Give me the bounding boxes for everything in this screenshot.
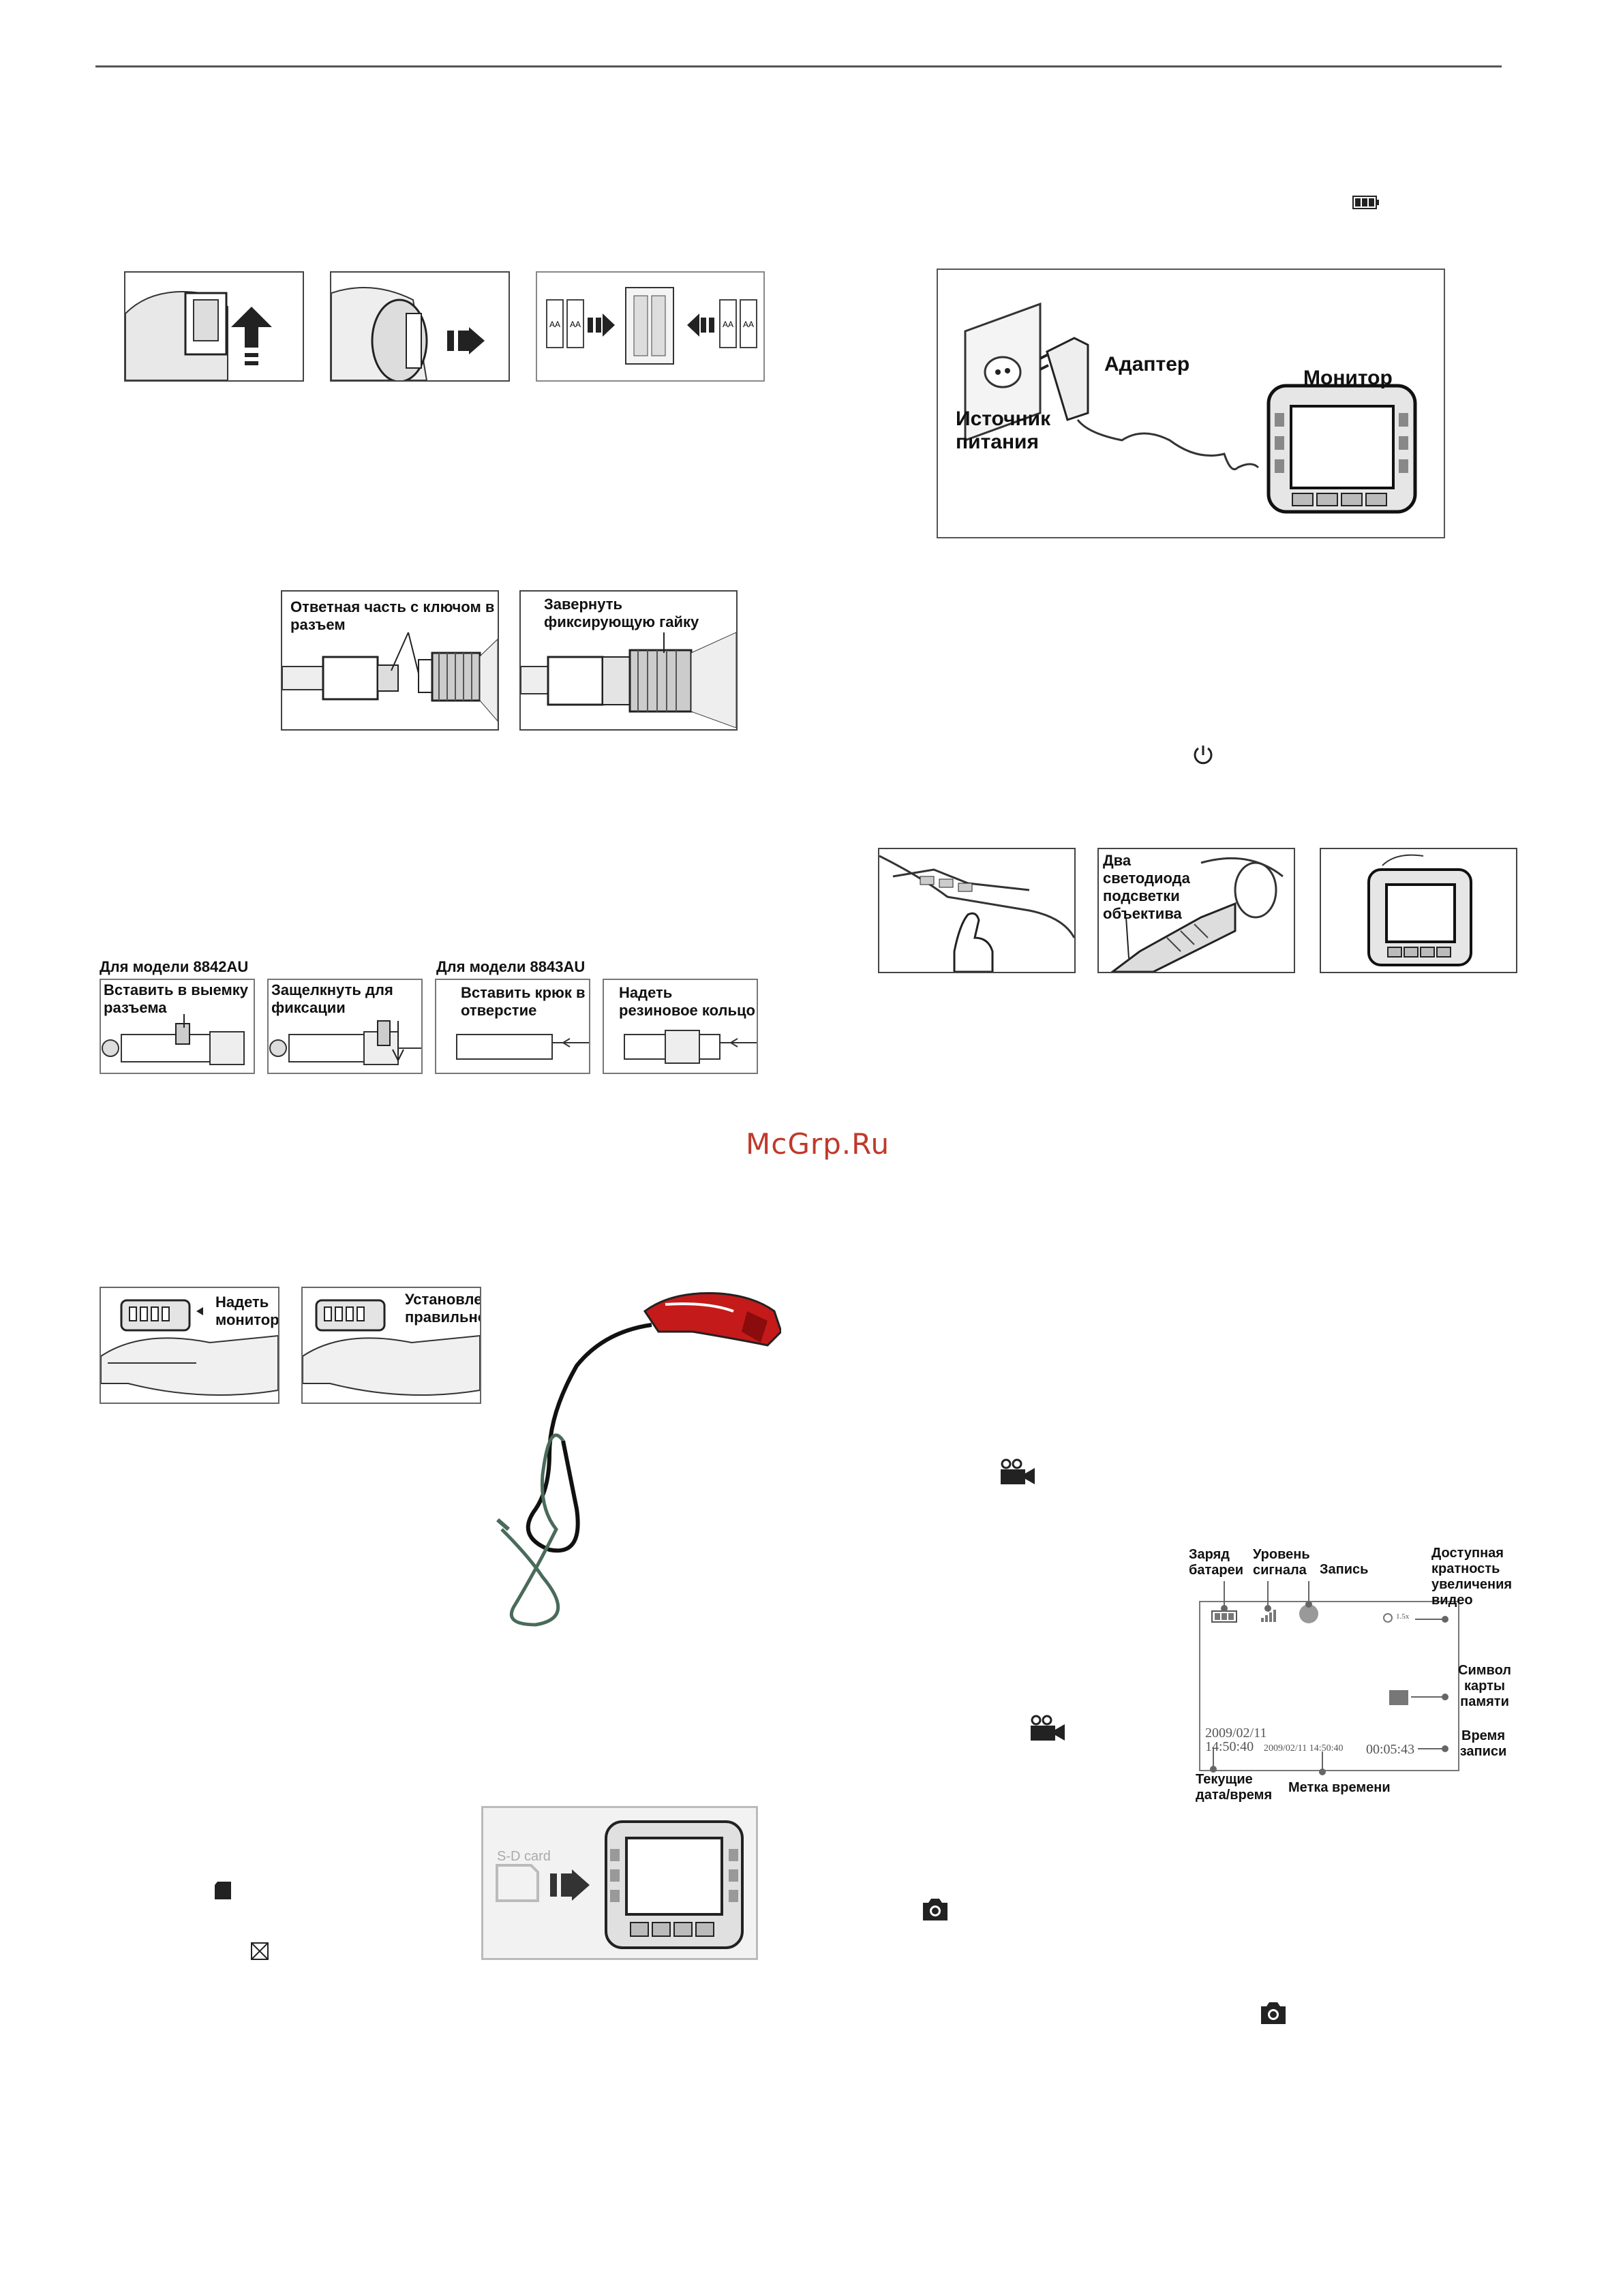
- watermark-text: McGrp.Ru: [746, 1127, 890, 1161]
- svg-text:AA: AA: [549, 320, 560, 329]
- video-camera-icon: [998, 1458, 1036, 1486]
- hook-step-3-image: Вставить крюк в отверстие: [435, 979, 590, 1074]
- timestamp-label: Метка времени: [1288, 1780, 1391, 1795]
- leds-image: Два светодиода подсветки объектива: [1097, 848, 1295, 973]
- monitor-on-image: [1320, 848, 1517, 973]
- connector-key-image: Ответная часть с ключом в разъем: [281, 590, 499, 731]
- hook-step-4-image: Надеть резиновое кольцо: [603, 979, 758, 1074]
- mount-ok-label: Установлен правильно: [405, 1291, 481, 1326]
- photo-camera-icon: [1258, 2001, 1288, 2025]
- screen-diagram: Заряд батареи Уровень сигнала Запись Дос…: [1172, 1540, 1520, 1813]
- svg-text:AA: AA: [723, 320, 733, 329]
- model-8843-label: Для модели 8843AU: [436, 958, 586, 975]
- battery-step-3-image: AA AA AA AA: [536, 271, 765, 382]
- power-connection-image: Источник питания Адаптер Монитор: [937, 269, 1445, 538]
- mount-ok-image: Установлен правильно: [301, 1287, 481, 1404]
- sd-card-icon: [214, 1881, 232, 1900]
- card-symbol-label: Символ карты памяти: [1458, 1663, 1511, 1709]
- monitor-label: Монитор: [1303, 367, 1393, 389]
- record-label: Запись: [1320, 1562, 1369, 1577]
- sd-card-label: S-D card: [497, 1849, 551, 1864]
- current-datetime-label: Текущие дата/время: [1196, 1772, 1273, 1803]
- hook-step-4-label: Надеть резиновое кольцо: [619, 984, 755, 1019]
- connector-key-label: Ответная часть с ключом в разъем: [290, 598, 495, 633]
- mount-monitor-label: Надеть монитор: [215, 1294, 279, 1328]
- leds-label: Два светодиода подсветки объектива: [1103, 852, 1190, 922]
- hook-step-1-image: Вставить в выемку разъема: [100, 979, 255, 1074]
- video-camera-icon: [1028, 1715, 1066, 1742]
- press-button-image: [878, 848, 1076, 973]
- adapter-label: Адаптер: [1104, 353, 1190, 376]
- svg-text:AA: AA: [570, 320, 581, 329]
- photo-camera-icon: [920, 1897, 950, 1922]
- model-8842-label: Для модели 8842AU: [100, 958, 249, 975]
- screen-diagram-lines: [1199, 1581, 1459, 1775]
- battery-icon: [1352, 195, 1380, 210]
- record-time-value: 00:05:43: [1366, 1742, 1415, 1757]
- mount-monitor-image: Надеть монитор: [100, 1287, 279, 1404]
- power-source-label: Источник питания: [956, 408, 1051, 453]
- connector-nut-label: Завернуть фиксирующую гайку: [544, 596, 699, 630]
- timestamp-value: 2009/02/11 14:50:40: [1264, 1743, 1344, 1754]
- battery-step-2-image: [330, 271, 510, 382]
- power-icon: [1192, 743, 1215, 766]
- signal-level-label: Уровень сигнала: [1253, 1547, 1310, 1578]
- no-card-icon: [251, 1942, 269, 1960]
- battery-step-1-image: [124, 271, 304, 382]
- hook-step-1-label: Вставить в выемку разъема: [104, 981, 249, 1016]
- hook-step-3-label: Вставить крюк в отверстие: [461, 984, 586, 1019]
- battery-charge-label: Заряд батареи: [1189, 1547, 1244, 1578]
- date-value: 2009/02/11: [1205, 1726, 1267, 1741]
- zoom-value: 1.5x: [1396, 1612, 1410, 1621]
- sd-card-insert-image: S-D card: [481, 1806, 758, 1960]
- endoscope-product-image: [488, 1284, 781, 1638]
- header-rule: [95, 65, 1502, 67]
- time-value: 14:50:40: [1205, 1739, 1254, 1754]
- hook-step-2-label: Защелкнуть для фиксации: [271, 981, 393, 1016]
- connector-nut-image: Завернуть фиксирующую гайку: [519, 590, 738, 731]
- hook-step-2-image: Защелкнуть для фиксации: [267, 979, 423, 1074]
- record-time-label: Время записи: [1459, 1728, 1507, 1759]
- svg-text:AA: AA: [743, 320, 754, 329]
- zoom-label: Доступная кратность увеличения видео: [1431, 1546, 1513, 1608]
